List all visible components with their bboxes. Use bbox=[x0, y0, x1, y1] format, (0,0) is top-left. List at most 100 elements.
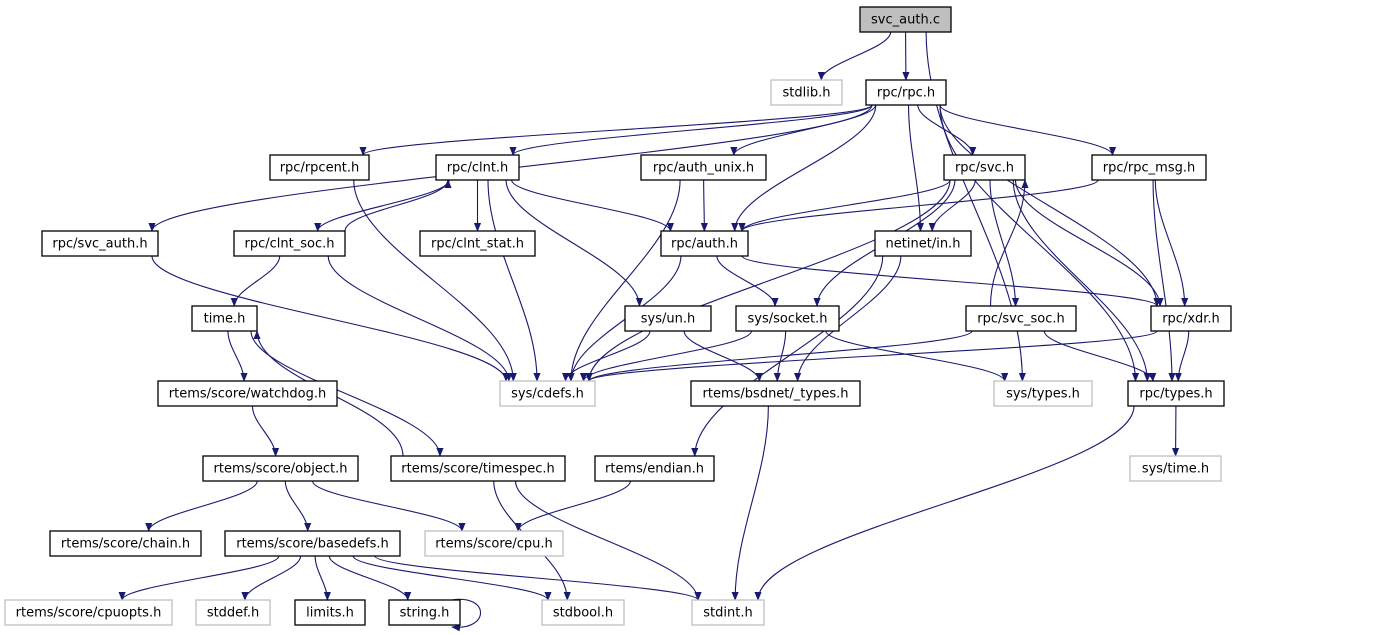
node-sys-socket-h[interactable]: sys/socket.h bbox=[735, 305, 840, 332]
node-box bbox=[195, 599, 271, 626]
node-rtems-endian-h[interactable]: rtems/endian.h bbox=[594, 455, 715, 482]
node-rpc-clnt-h[interactable]: rpc/clnt.h bbox=[435, 154, 520, 181]
node-box bbox=[594, 455, 715, 482]
edge-rpc-svc-soc-h-to-rpc-types-h bbox=[1043, 330, 1157, 382]
node-rpc-xdr-h[interactable]: rpc/xdr.h bbox=[1150, 305, 1232, 332]
node-label: rpc/svc_soc.h bbox=[977, 312, 1064, 327]
edge-rpc-rpc-h-to-rpc-auth-unix-h bbox=[730, 104, 877, 156]
node-stdint-h[interactable]: stdint.h bbox=[691, 599, 765, 626]
node-rtems-score-cpu-h[interactable]: rtems/score/cpu.h bbox=[424, 530, 564, 557]
edge-rpc-clnt-h-to-sys-un-h bbox=[505, 179, 644, 307]
node-box bbox=[435, 154, 520, 181]
edge-rpc-rpc-h-to-rpc-clnt-h bbox=[509, 104, 873, 156]
node-rtems-score-cpuopts-h[interactable]: rtems/score/cpuopts.h bbox=[4, 599, 173, 626]
edge-rpc-svc-h-to-sys-cdefs-h bbox=[585, 179, 951, 382]
edge-rtems-score-basedefs-h-to-rtems-score-cpuopts-h bbox=[118, 555, 280, 601]
edge-time-h-to-rtems-score-timespec-h bbox=[250, 330, 444, 457]
node-rtems-score-timespec-h[interactable]: rtems/score/timespec.h bbox=[390, 455, 566, 482]
node-label: rtems/score/watchdog.h bbox=[169, 387, 326, 402]
node-box bbox=[224, 530, 401, 557]
node-box bbox=[865, 79, 947, 106]
node-svc-auth-c[interactable]: svc_auth.c bbox=[859, 6, 952, 33]
node-stddef-h[interactable]: stddef.h bbox=[195, 599, 271, 626]
edge-rpc-clnt-soc-h-to-sys-cdefs-h bbox=[327, 255, 513, 382]
edge-rpc-clnt-h-to-sys-cdefs-h bbox=[487, 179, 541, 382]
node-rpc-rpc-h[interactable]: rpc/rpc.h bbox=[865, 79, 947, 106]
edge-rpc-svc-h-to-netinet-in-h bbox=[928, 179, 976, 232]
edge-rpc-rpc-h-to-rpc-svc-h bbox=[917, 104, 977, 156]
node-label: rpc/rpc_msg.h bbox=[1103, 161, 1195, 176]
node-label: rtems/endian.h bbox=[605, 462, 704, 477]
edge-sys-un-h-to-rtems-bsdnet-types-h bbox=[683, 330, 763, 382]
node-string-h[interactable]: string.h bbox=[388, 599, 461, 626]
edge-svc-auth-c-to-stdlib-h bbox=[817, 31, 892, 81]
node-label: netinet/in.h bbox=[886, 237, 961, 252]
node-box bbox=[1129, 455, 1222, 482]
node-sys-cdefs-h[interactable]: sys/cdefs.h bbox=[499, 380, 596, 407]
node-box bbox=[419, 230, 536, 257]
node-stdlib-h[interactable]: stdlib.h bbox=[770, 79, 843, 106]
node-box bbox=[191, 305, 258, 332]
node-rtems-score-watchdog-h[interactable]: rtems/score/watchdog.h bbox=[157, 380, 338, 407]
node-rtems-bsdnet-types-h[interactable]: rtems/bsdnet/_types.h bbox=[690, 380, 861, 407]
edge-rpc-types-h-to-stdint-h bbox=[754, 405, 1135, 601]
node-time-h[interactable]: time.h bbox=[191, 305, 258, 332]
edge-rtems-score-basedefs-h-to-string-h bbox=[328, 555, 412, 601]
node-rtems-score-basedefs-h[interactable]: rtems/score/basedefs.h bbox=[224, 530, 401, 557]
edge-rpc-svc-soc-h-to-sys-cdefs-h bbox=[585, 330, 973, 382]
edge-rpc-clnt-soc-h-to-time-h bbox=[230, 255, 281, 307]
node-box bbox=[1127, 380, 1225, 407]
node-rpc-svc-auth-h[interactable]: rpc/svc_auth.h bbox=[41, 230, 159, 257]
node-rpc-types-h[interactable]: rpc/types.h bbox=[1127, 380, 1225, 407]
node-rpc-svc-h[interactable]: rpc/svc.h bbox=[943, 154, 1026, 181]
node-rtems-score-chain-h[interactable]: rtems/score/chain.h bbox=[49, 530, 202, 557]
node-box bbox=[388, 599, 461, 626]
edges bbox=[118, 31, 1190, 632]
node-box bbox=[233, 230, 346, 257]
edge-rpc-svc-h-to-rpc-xdr-h bbox=[1014, 179, 1164, 307]
node-box bbox=[965, 305, 1077, 332]
node-sys-time-h[interactable]: sys/time.h bbox=[1129, 455, 1222, 482]
node-label: rpc/xdr.h bbox=[1162, 312, 1220, 327]
nodes: svc_auth.c stdlib.h rpc/rpc.h rpc/rpcent.h r… bbox=[4, 6, 1232, 626]
edge-rpc-auth-h-to-sys-socket-h bbox=[716, 255, 779, 307]
node-box bbox=[157, 380, 338, 407]
node-box bbox=[4, 599, 173, 626]
edge-rpc-auth-unix-h-to-sys-cdefs-h bbox=[567, 179, 681, 382]
node-rpc-auth-h[interactable]: rpc/auth.h bbox=[660, 230, 749, 257]
edge-rpc-clnt-h-to-rpc-auth-h bbox=[511, 179, 674, 232]
node-rpc-rpc-msg-h[interactable]: rpc/rpc_msg.h bbox=[1091, 154, 1207, 181]
node-box bbox=[943, 154, 1026, 181]
node-box bbox=[499, 380, 596, 407]
node-label: rtems/score/cpuopts.h bbox=[16, 606, 162, 621]
node-sys-un-h[interactable]: sys/un.h bbox=[624, 305, 712, 332]
node-limits-h[interactable]: limits.h bbox=[294, 599, 366, 626]
edge-rpc-svc-h-to-rpc-svc-soc-h bbox=[989, 179, 1020, 307]
edge-rtems-score-basedefs-h-to-stddef-h bbox=[241, 555, 302, 601]
node-rpc-clnt-stat-h[interactable]: rpc/clnt_stat.h bbox=[419, 230, 536, 257]
edge-rpc-rpc-msg-h-to-rpc-auth-h bbox=[738, 179, 1099, 232]
node-rpc-clnt-soc-h[interactable]: rpc/clnt_soc.h bbox=[233, 230, 346, 257]
edge-rpc-svc-auth-h-to-sys-cdefs-h bbox=[151, 255, 510, 382]
node-box bbox=[294, 599, 366, 626]
node-label: svc_auth.c bbox=[871, 13, 940, 28]
edge-rtems-score-basedefs-h-to-limits-h bbox=[314, 555, 331, 601]
node-label: rtems/score/chain.h bbox=[61, 537, 190, 552]
node-sys-types-h[interactable]: sys/types.h bbox=[993, 380, 1093, 407]
node-label: sys/types.h bbox=[1006, 387, 1080, 402]
node-box bbox=[269, 154, 370, 181]
node-rtems-score-object-h[interactable]: rtems/score/object.h bbox=[202, 455, 359, 482]
node-netinet-in-h[interactable]: netinet/in.h bbox=[874, 230, 972, 257]
node-box bbox=[770, 79, 843, 106]
node-label: limits.h bbox=[306, 606, 354, 621]
node-rpc-rpcent-h[interactable]: rpc/rpcent.h bbox=[269, 154, 370, 181]
edge-rtems-score-object-h-to-rtems-score-basedefs-h bbox=[284, 480, 312, 532]
node-rpc-svc-soc-h[interactable]: rpc/svc_soc.h bbox=[965, 305, 1077, 332]
node-stdbool-h[interactable]: stdbool.h bbox=[541, 599, 625, 626]
node-box bbox=[41, 230, 159, 257]
edge-sys-un-h-to-sys-cdefs-h bbox=[562, 330, 651, 382]
edge-rpc-rpc-h-to-rpc-auth-h bbox=[731, 104, 877, 232]
edge-rpc-rpc-h-to-rpc-rpcent-h bbox=[359, 104, 873, 156]
node-rpc-auth-unix-h[interactable]: rpc/auth_unix.h bbox=[640, 154, 767, 181]
